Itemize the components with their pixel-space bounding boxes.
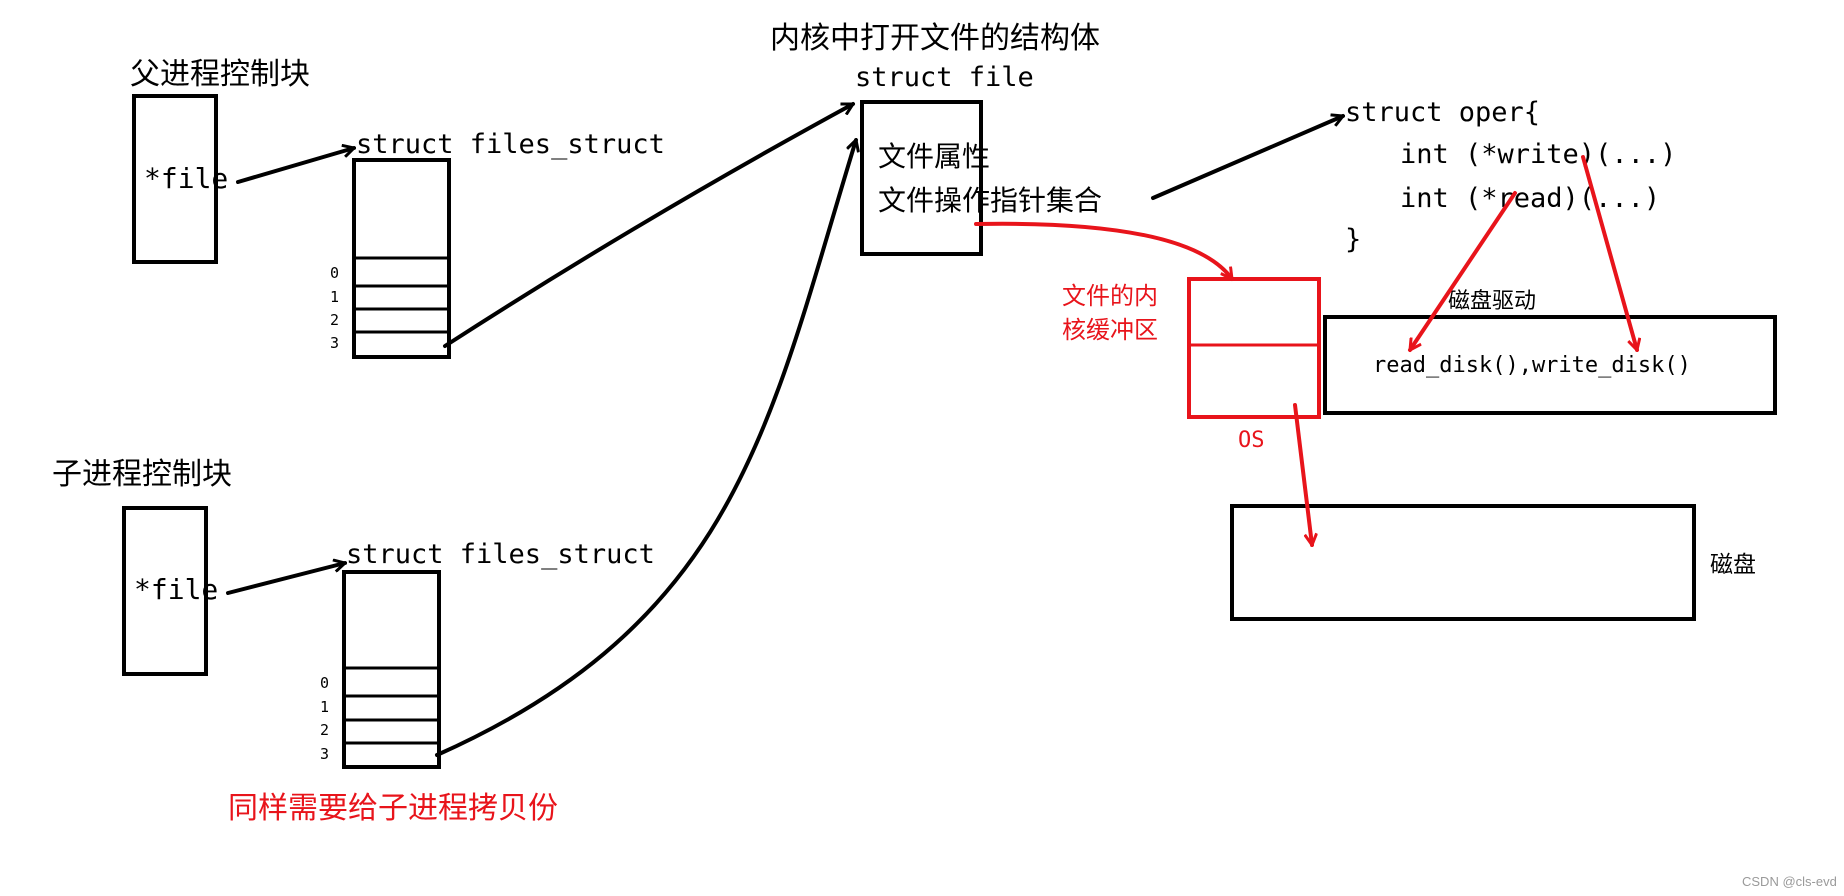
- parent-file-pointer: *file: [144, 162, 228, 195]
- read-to-read-disk-arrow: [1408, 191, 1517, 350]
- kernel-buffer-box: [1187, 277, 1321, 419]
- child-fd3-to-struct-file-arrow: [435, 140, 856, 757]
- watermark: CSDN @cls-evd: [1742, 874, 1837, 889]
- oper-line-0: struct oper{: [1345, 97, 1540, 128]
- disk-box: [1230, 504, 1696, 621]
- os-label: OS: [1238, 428, 1265, 453]
- parent-fd-index-0: 0: [330, 264, 339, 282]
- disk-driver-box: [1323, 315, 1777, 415]
- parent-files-struct-table: [352, 158, 451, 359]
- kernel-file-struct-title: 内核中打开文件的结构体: [770, 21, 1100, 56]
- child-file-pointer: *file: [134, 573, 218, 606]
- parent-pcb-box: [132, 94, 218, 264]
- file-attributes-text: 文件属性: [878, 140, 990, 173]
- child-files-struct-table: [342, 570, 441, 769]
- parent-files-struct-title: struct files_struct: [356, 129, 665, 160]
- kernel-buffer-label-line1: 文件的内: [1062, 282, 1158, 310]
- child-fd-index-2: 2: [320, 721, 329, 739]
- child-fd-index-0: 0: [320, 674, 329, 692]
- child-copy-note: 同样需要给子进程拷贝份: [228, 791, 558, 826]
- child-pointer-arrow: [226, 563, 345, 595]
- parent-fd-index-3: 3: [330, 334, 339, 352]
- file-ops-pointer-text: 文件操作指针集合: [878, 184, 1102, 217]
- child-files-struct-title: struct files_struct: [346, 539, 655, 570]
- disk-driver-label: 磁盘驱动: [1448, 289, 1536, 314]
- parent-fd-index-2: 2: [330, 311, 339, 329]
- parent-fd3-to-struct-file-arrow: [443, 102, 853, 348]
- oper-line-1: int (*write)(...): [1400, 139, 1676, 170]
- child-fd-index-1: 1: [320, 698, 329, 716]
- oper-line-2: int (*read)(...): [1400, 183, 1660, 214]
- child-pcb-title: 子进程控制块: [52, 457, 232, 492]
- oper-line-3: }: [1345, 224, 1361, 255]
- disk-driver-functions: read_disk(),write_disk(): [1373, 353, 1691, 378]
- disk-label: 磁盘: [1710, 552, 1756, 578]
- child-fd-index-3: 3: [320, 745, 329, 763]
- struct-file-box: [860, 100, 983, 256]
- kernel-buffer-label-line2: 核缓冲区: [1062, 316, 1158, 344]
- file-ops-to-oper-arrow: [1151, 116, 1343, 200]
- parent-pcb-title: 父进程控制块: [130, 57, 310, 92]
- write-to-write-disk-arrow: [1581, 155, 1637, 350]
- struct-file-label: struct file: [855, 62, 1034, 93]
- parent-pointer-arrow: [236, 148, 354, 184]
- child-pcb-box: [122, 506, 208, 676]
- buffer-to-disk-arrow: [1293, 403, 1312, 545]
- parent-fd-index-1: 1: [330, 288, 339, 306]
- file-to-buffer-arrow: [974, 221, 1234, 279]
